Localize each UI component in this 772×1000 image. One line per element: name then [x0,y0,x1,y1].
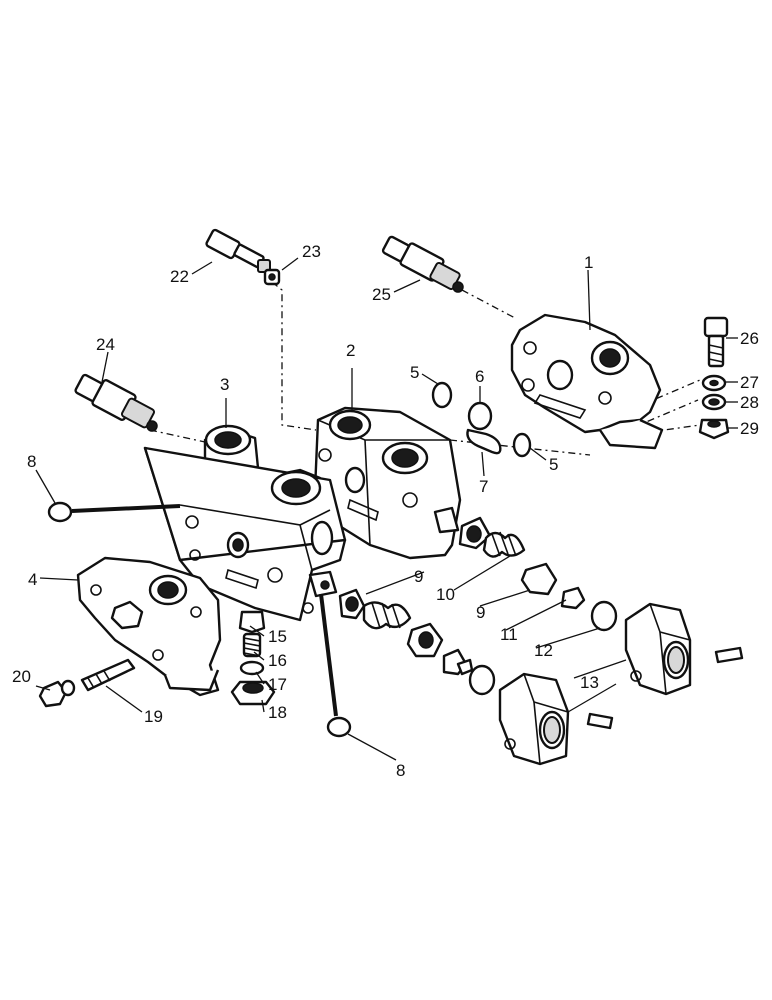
callout-15: 15 [268,627,287,646]
stud-19 [80,658,136,692]
callout-6: 6 [475,367,484,386]
callout-24: 24 [96,335,115,354]
o-ring-12-upper [590,600,618,632]
lock-washer-28 [701,393,727,411]
spool-cover-13-lower [498,672,570,766]
cartridge-valve-24 [74,373,158,432]
callout-labels: 1 2 3 4 5 6 5 7 8 8 9 10 9 11 12 13 15 1… [12,242,759,780]
cartridge-valve-25 [381,235,464,293]
washer-17 [239,660,265,676]
callout-18: 18 [268,703,287,722]
cartridge-22 [205,228,271,273]
callout-1: 1 [584,253,593,272]
screw-13-upper [714,646,744,664]
screw-11-upper [560,586,586,610]
callout-13: 13 [580,673,599,692]
callout-28: 28 [740,393,759,412]
spool-cap-9-left [338,588,366,620]
callout-8-bottom: 8 [396,761,405,780]
spring-10-upper [482,531,526,558]
screw-11-lower [442,648,474,676]
o-ring-5-left [431,381,453,409]
assembly-line-bottom [319,593,338,717]
callout-12: 12 [534,641,553,660]
callout-4: 4 [28,570,37,589]
callout-7: 7 [479,477,488,496]
o-ring-8-left [47,501,73,523]
callout-26: 26 [740,329,759,348]
spool-cover-13-upper [624,602,692,696]
callout-29: 29 [740,419,759,438]
washer-27 [701,374,727,392]
callout-8-left: 8 [27,452,36,471]
nut-20 [38,679,76,708]
cap-15 [238,610,266,634]
callout-5-right: 5 [549,455,558,474]
leader-lines [35,257,738,761]
nut-23 [263,268,281,286]
callout-19: 19 [144,707,163,726]
callout-10: 10 [436,585,455,604]
callout-11: 11 [500,625,518,644]
callout-23: 23 [302,242,321,261]
spool-cap-9-upper [458,516,492,550]
callout-9-upper: 9 [414,567,423,586]
callout-25: 25 [372,285,391,304]
bolt-26 [703,316,729,368]
callout-17: 17 [268,675,287,694]
spool-cap-9-mid [520,562,558,596]
callout-22: 22 [170,267,189,286]
o-ring-8-bottom [326,716,352,738]
o-ring-6 [467,401,493,431]
nut-18 [230,680,276,706]
o-ring-12-lower [468,664,496,696]
valve-section-2 [313,406,462,560]
valve-body-3 [143,424,347,622]
callout-27: 27 [740,373,759,392]
spring-16 [242,632,262,658]
callout-16: 16 [268,651,287,670]
callout-5-left: 5 [410,363,419,382]
callout-3: 3 [220,375,229,394]
assembly-line-left [71,504,181,513]
spring-10-lower [362,601,412,630]
callout-9-lower: 9 [476,603,485,622]
spool-cap-9-lower [406,622,444,658]
callout-2: 2 [346,341,355,360]
screw-13-lower [586,712,614,730]
seal-7 [466,428,502,455]
o-ring-5-right [512,432,532,458]
end-cover-1 [510,313,664,450]
callout-20: 20 [12,667,31,686]
end-cover-4 [76,556,222,697]
nut-29 [698,418,730,440]
